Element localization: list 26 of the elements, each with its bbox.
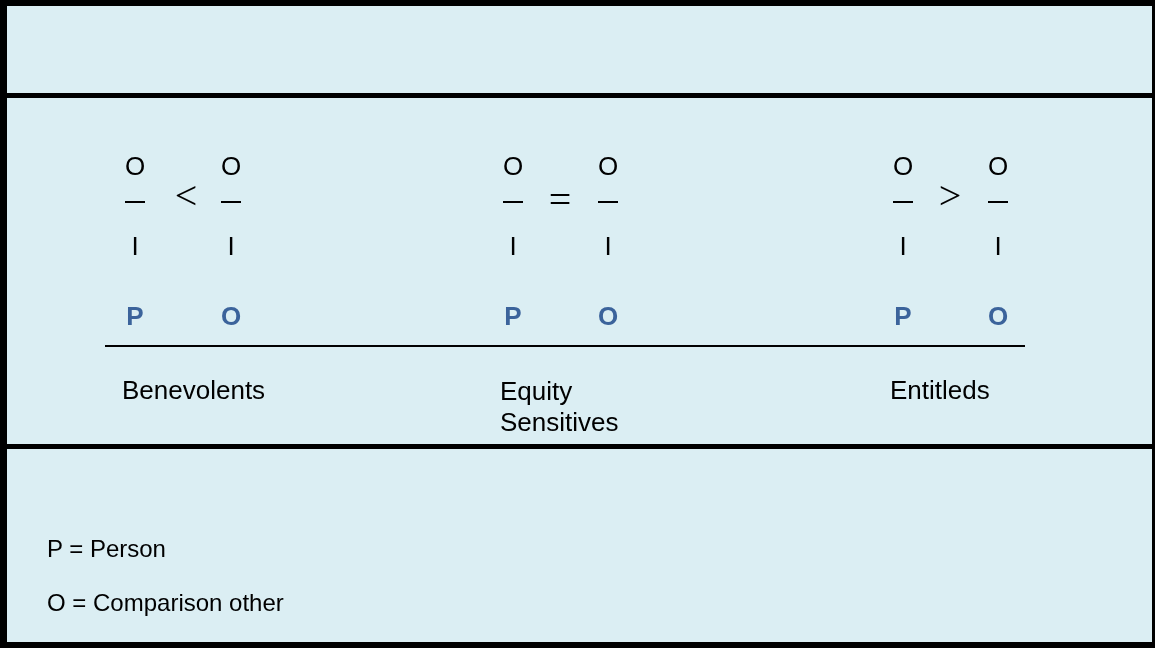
variable-letter: P [504,303,522,329]
definition-text: P = Person [47,537,166,561]
variable-letter: O [220,303,242,329]
variable-letter: O [220,153,242,179]
variable-letter: I [131,233,139,259]
column-label: Entitleds [890,377,990,403]
comparison-sign: < [174,176,198,216]
variable-letter: I [227,233,235,259]
variable-letter: P [126,303,144,329]
column-label: Benevolents [122,377,266,403]
variable-letter: O [987,153,1009,179]
comparison-sign: = [548,180,572,220]
variable-letter: I [509,233,517,259]
variable-letter: I [994,233,1002,259]
variable-letter: O [597,303,619,329]
variable-letter: O [502,153,524,179]
variable-letter: O [124,153,146,179]
variable-letter: I [899,233,907,259]
variable-letter: P [894,303,912,329]
comparison-sign: > [938,176,962,216]
variable-letter: O [892,153,914,179]
definition-text: O = Comparison other [47,591,284,615]
variable-letter: I [604,233,612,259]
variable-letter: O [597,153,619,179]
variable-letter: O [987,303,1009,329]
column-label: Equity Sensitives [500,376,620,439]
